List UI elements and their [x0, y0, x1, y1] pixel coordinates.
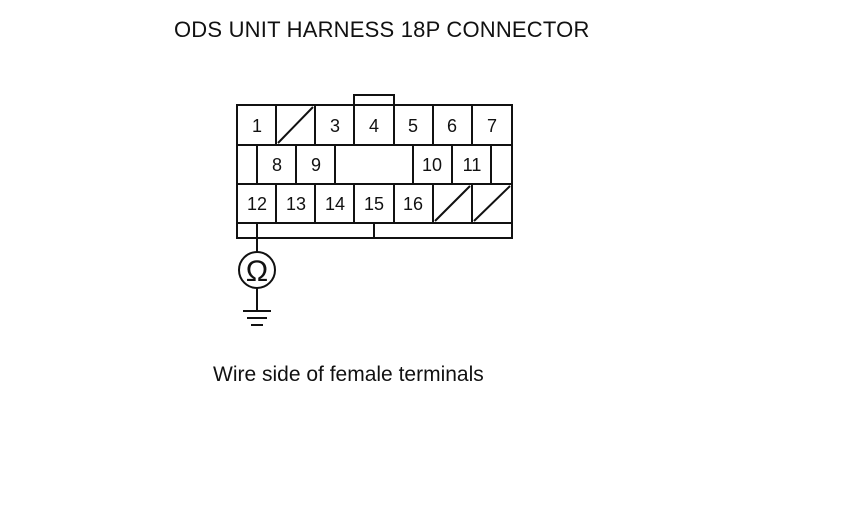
ohm-icon: Ω: [246, 255, 268, 288]
diagram-caption: Wire side of female terminals: [213, 363, 484, 386]
terminal-label: 13: [286, 194, 306, 214]
terminal-label: 4: [369, 116, 379, 136]
terminal-label: 6: [447, 116, 457, 136]
terminal-label: 3: [330, 116, 340, 136]
connector-lock-tab: [353, 94, 395, 105]
terminal-label: 7: [487, 116, 497, 136]
terminal-label: 11: [463, 155, 482, 175]
terminal-label: 12: [247, 194, 267, 214]
terminal-label: 15: [364, 194, 384, 214]
terminal-label: 1: [252, 116, 262, 136]
terminal-label: 9: [311, 155, 321, 175]
unused-cavity-17: [434, 185, 471, 222]
terminal-label: 14: [325, 194, 345, 214]
unused-cavity-18: [473, 185, 511, 222]
unused-cavity-2: [277, 106, 314, 144]
diagram-title: ODS UNIT HARNESS 18P CONNECTOR: [174, 17, 590, 42]
terminal-label: 5: [408, 116, 418, 136]
terminal-label: 16: [403, 194, 423, 214]
terminal-label: 8: [272, 155, 282, 175]
terminal-label: 10: [422, 155, 442, 175]
